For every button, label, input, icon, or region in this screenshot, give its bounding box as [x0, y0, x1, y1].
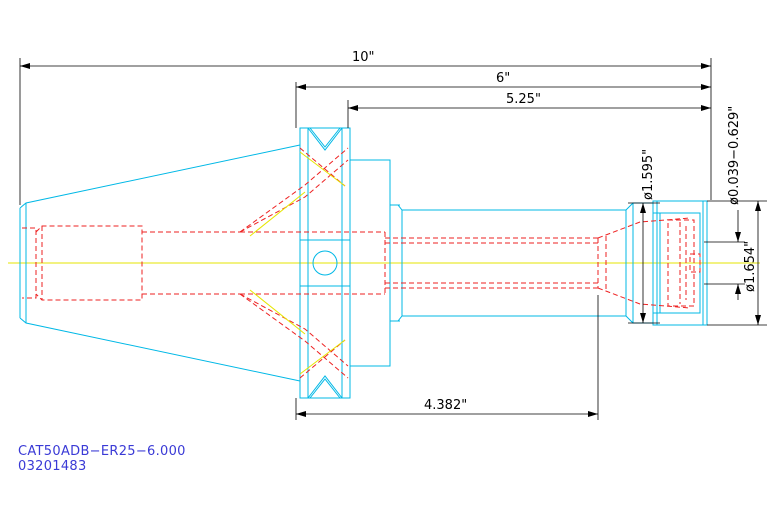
dim-gage-length: 6"	[496, 71, 510, 86]
taper-shank	[19, 144, 301, 382]
flange-construction-lines	[249, 151, 346, 375]
dim-shank-length: 4.382"	[424, 398, 467, 413]
hidden-features	[22, 147, 701, 379]
dimension-clamping-range: ø0.039−0.629"	[704, 106, 745, 300]
dim-overall-length: 10"	[352, 50, 375, 65]
dim-body-diameter: ø1.595"	[641, 149, 656, 200]
drive-hole	[312, 250, 338, 276]
dimension-shank: 4.382"	[295, 295, 599, 420]
extension-shank	[390, 202, 634, 324]
dimension-nut-diameter: ø1.654"	[707, 200, 767, 326]
part-number: 03201483	[18, 459, 87, 474]
dim-clamping-range: ø0.039−0.629"	[727, 106, 742, 205]
dim-nut-diameter: ø1.654"	[743, 241, 758, 292]
dim-flange-length: 5.25"	[506, 92, 541, 107]
part-name: CAT50ADB−ER25−6.000	[18, 444, 186, 459]
dimension-flange: 5.25"	[347, 92, 711, 128]
dimension-gage: 6"	[295, 71, 711, 128]
dimension-body-diameter: ø1.595"	[628, 149, 660, 324]
dimension-overall: 10"	[19, 50, 712, 205]
